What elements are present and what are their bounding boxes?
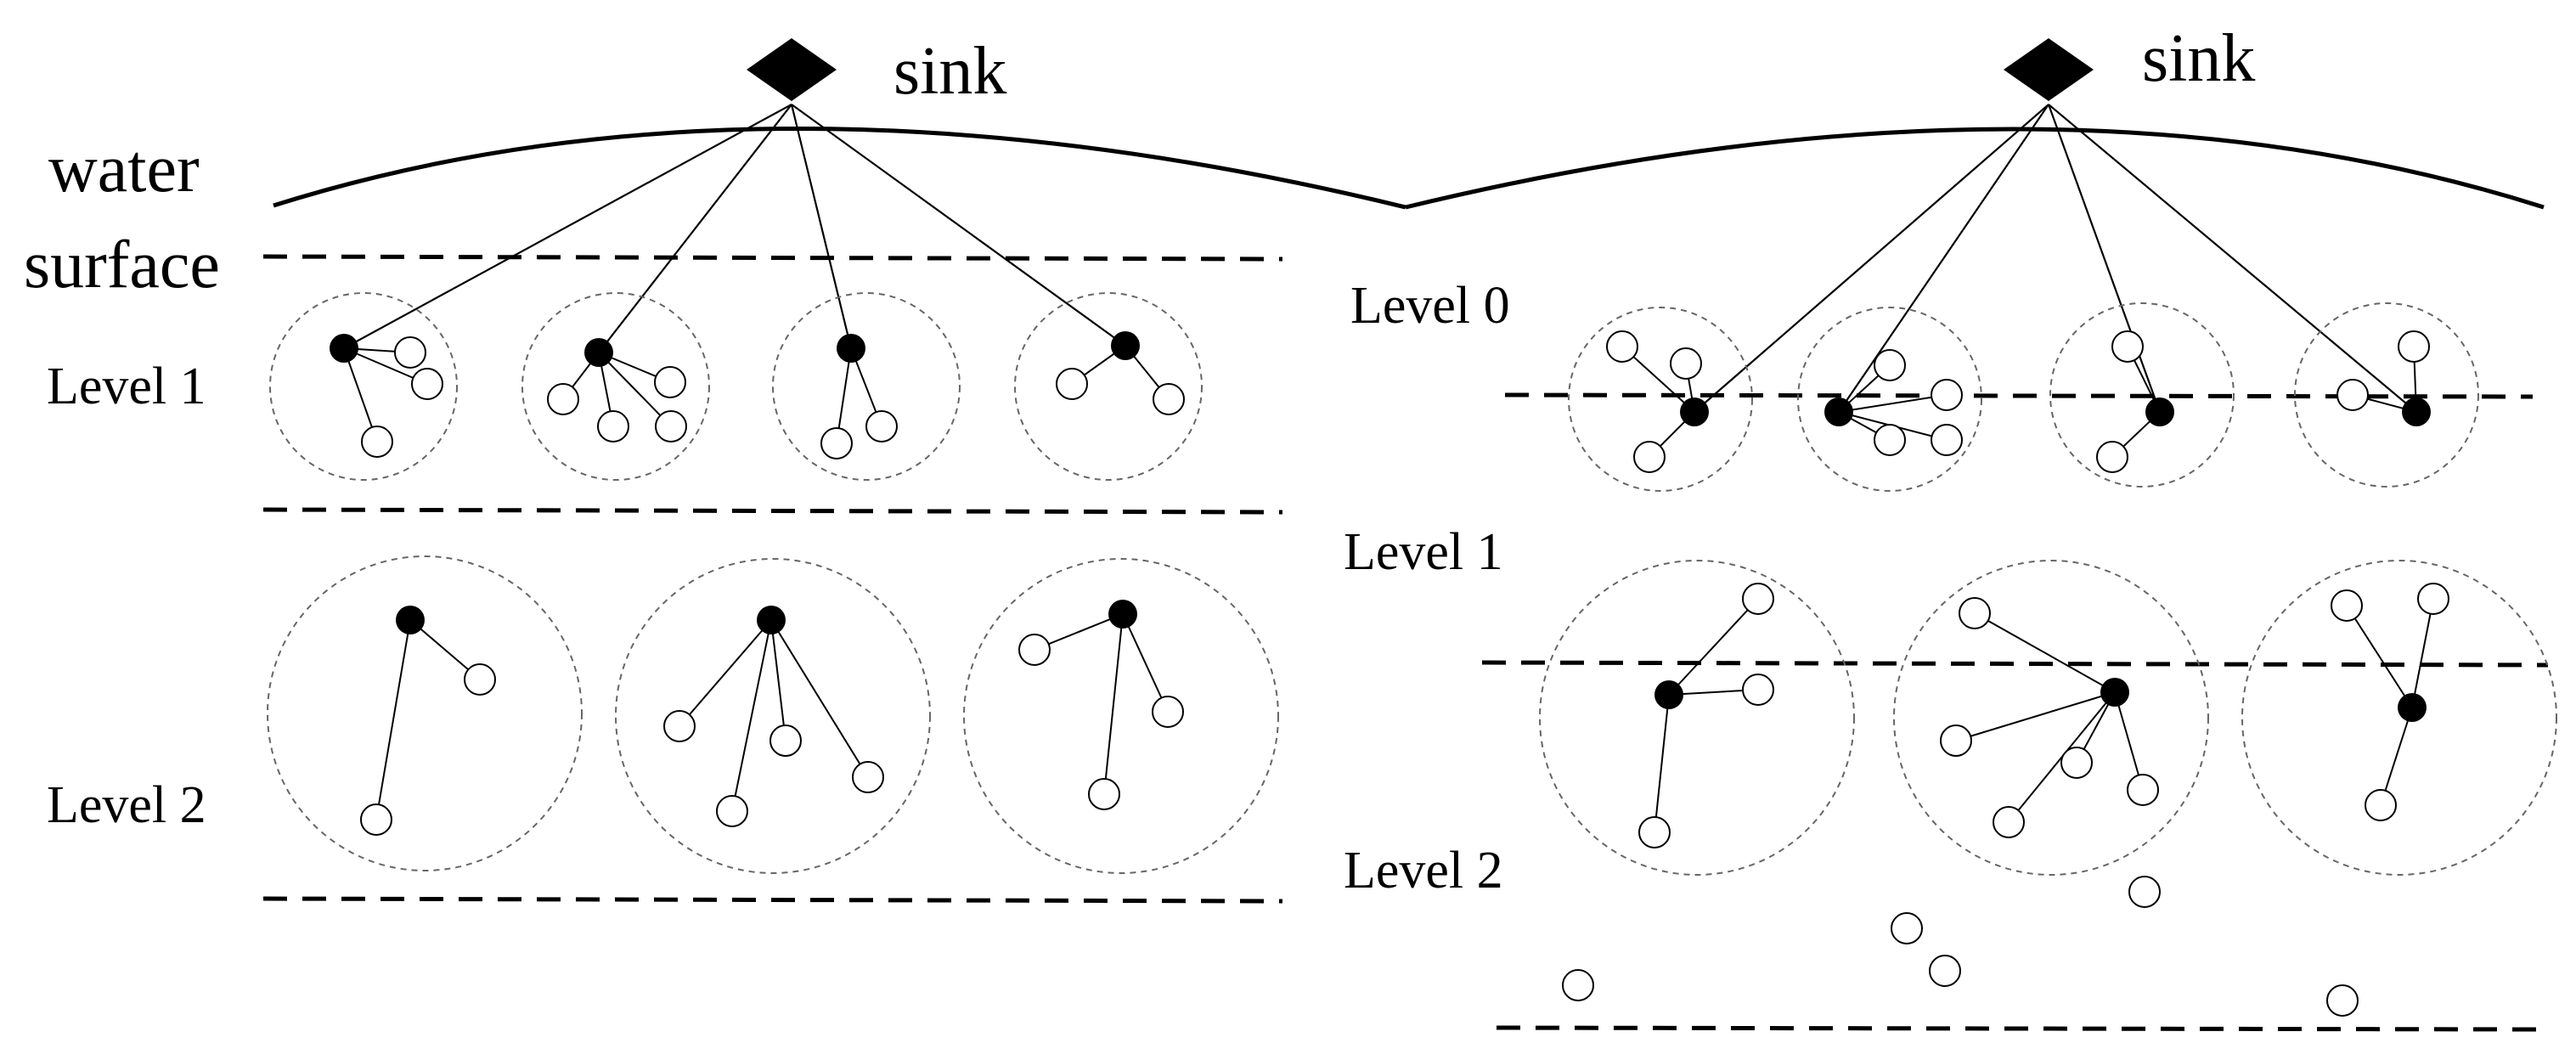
left-boundary-line-bottom — [262, 896, 1283, 904]
left-surface-label-line1: water — [48, 132, 200, 206]
right-sink-diamond-icon — [2004, 38, 2094, 101]
left-level-1-members — [361, 336, 1185, 459]
right-level-1-cluster-ranges — [1539, 560, 2557, 876]
right-boundary-line-level0 — [1504, 392, 2534, 399]
right-boundary-line-level1 — [1481, 660, 2549, 668]
right-level-2-label: Level 2 — [1344, 842, 1503, 899]
left-level-1-links — [343, 345, 1170, 444]
right-sink-label: sink — [2142, 21, 2255, 96]
right-level-0-label: Level 0 — [1350, 277, 1510, 335]
left-level-2-links — [375, 613, 1169, 820]
left-level-2-heads — [396, 600, 1137, 634]
left-level-2-members — [360, 634, 1184, 836]
right-level-1-links — [1654, 598, 2434, 833]
right-panel: sink Level 0 Level 1 Level 2 — [1344, 21, 2557, 1032]
left-level-1-label: Level 1 — [47, 358, 206, 415]
left-level-1-cluster-ranges — [269, 292, 1203, 481]
left-level-2-cluster-ranges — [267, 555, 1279, 874]
left-sink-links — [343, 104, 1126, 353]
right-level-1-label: Level 1 — [1344, 523, 1503, 581]
left-boundary-line-top — [262, 254, 1283, 262]
right-boundary-line-bottom — [1496, 1025, 2540, 1032]
right-level-2-members — [1562, 876, 2359, 1017]
left-sink-label: sink — [893, 34, 1006, 109]
left-level-2-label: Level 2 — [47, 776, 206, 834]
right-sink-links — [1694, 104, 2417, 413]
right-level-1-heads — [1654, 678, 2427, 722]
left-level-1-heads — [330, 331, 1140, 367]
left-boundary-line-mid — [262, 507, 1283, 515]
right-level-0-cluster-ranges — [1568, 302, 2479, 492]
right-level-1-members — [1638, 583, 2449, 848]
left-water-surface-curve — [273, 127, 1406, 210]
left-panel: sink water surface Level 1 Level 2 — [24, 34, 1406, 904]
left-surface-label-line2: surface — [24, 228, 220, 302]
right-level-0-heads — [1680, 397, 2431, 426]
right-water-surface-curve — [1405, 127, 2545, 210]
right-level-0-members — [1606, 330, 2430, 473]
left-sink-diamond-icon — [747, 38, 837, 101]
right-level-0-links — [1621, 346, 2417, 458]
